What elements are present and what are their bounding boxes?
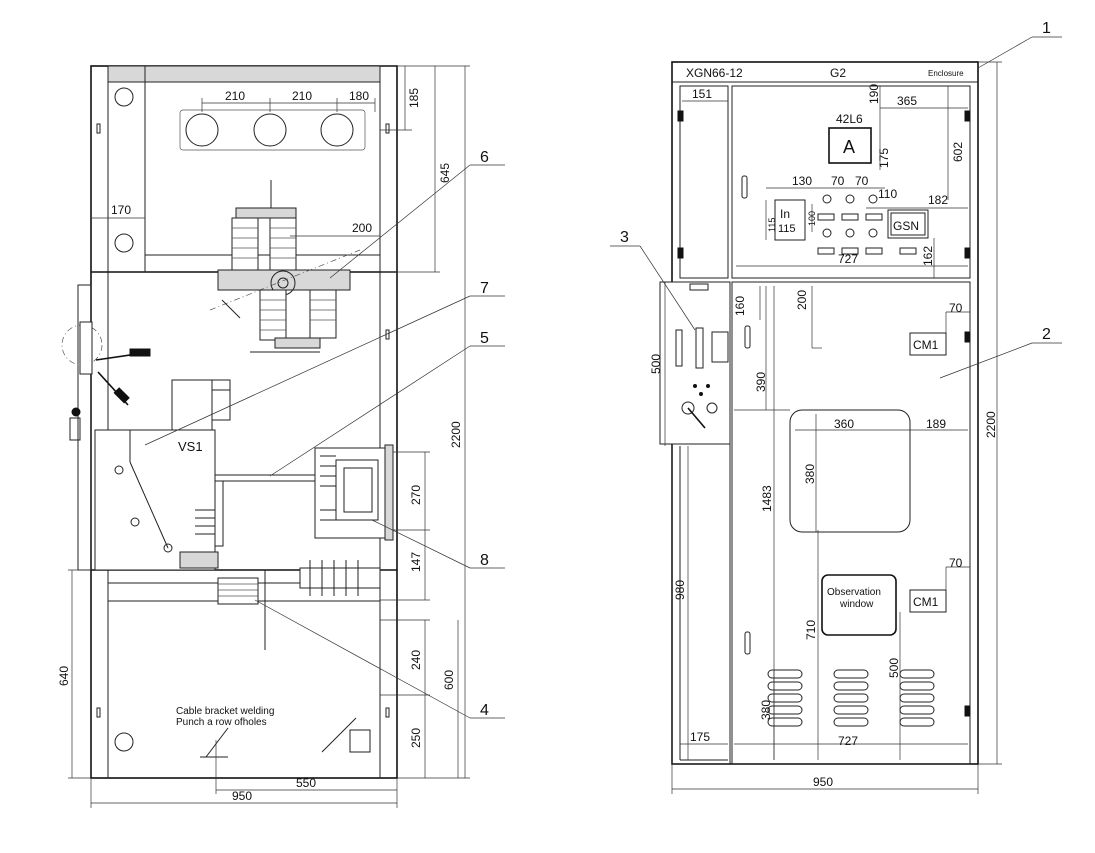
dim-200-right: 200 [795, 290, 809, 310]
indicator-label: In [780, 207, 790, 221]
cm1-bottom: CM1 [913, 595, 939, 609]
lower-parts [200, 560, 381, 758]
dim-365: 365 [897, 94, 917, 108]
dim-727b: 727 [838, 734, 858, 748]
callout-2: 2 [1042, 326, 1051, 343]
dim-2200: 2200 [449, 421, 463, 448]
dim-710: 710 [804, 620, 818, 640]
dim-210a: 210 [225, 89, 245, 103]
dim-110: 110 [878, 187, 897, 201]
dim-500b: 500 [887, 658, 901, 678]
right-front-view: XGN66-12 G2 Enclosure [610, 20, 1062, 794]
dim-200: 200 [352, 221, 372, 235]
dim-980: 980 [673, 580, 687, 600]
dim-600: 600 [442, 670, 456, 690]
ammeter-tag: 42L6 [836, 112, 863, 126]
dim-185: 185 [407, 88, 421, 108]
dim-147: 147 [409, 552, 423, 572]
dim-1483: 1483 [760, 485, 774, 512]
cable-bracket-note-2: Punch a row ofholes [176, 717, 267, 728]
dim-70d: 70 [949, 556, 963, 570]
dim-100: 100 [807, 211, 817, 226]
dim-210b: 210 [292, 89, 312, 103]
callout-8: 8 [480, 552, 489, 569]
header-type: G2 [830, 66, 846, 80]
dim-645: 645 [438, 163, 452, 183]
dim-70a: 70 [831, 174, 845, 188]
dim-182: 182 [928, 193, 948, 207]
dim-270: 270 [409, 485, 423, 505]
dim-160: 160 [733, 296, 747, 316]
dim-170: 170 [111, 203, 131, 217]
right-callouts: 1 2 3 [610, 20, 1062, 379]
dim-175a: 175 [877, 148, 891, 168]
dim-727a: 727 [838, 252, 858, 266]
callout-6: 6 [480, 149, 489, 166]
dim-2200-right: 2200 [984, 411, 998, 438]
dim-151: 151 [692, 87, 712, 101]
gsn-label: GSN [893, 219, 919, 233]
obs-window-2: window [839, 599, 874, 610]
operating-handle [61, 321, 151, 441]
callout-7: 7 [480, 280, 489, 297]
dim-500a: 500 [649, 354, 663, 374]
dim-70b: 70 [855, 174, 869, 188]
dim-380b: 380 [759, 700, 773, 720]
obs-window-1: Observation [827, 587, 881, 598]
dim-130: 130 [792, 174, 812, 188]
vs1-breaker: VS1 [94, 379, 231, 571]
dim-380a: 380 [803, 464, 817, 484]
cm1-top: CM1 [913, 338, 939, 352]
dim-240: 240 [409, 650, 423, 670]
dim-70c: 70 [949, 301, 963, 315]
dim-115a: 115 [767, 218, 777, 232]
dim-115b: 115 [778, 223, 796, 235]
header-enclosure: Enclosure [928, 69, 964, 78]
callout-1: 1 [1042, 20, 1051, 37]
cable-bracket-note-1: Cable bracket welding [176, 706, 274, 717]
door-handles [741, 175, 751, 655]
right-dimensions [664, 61, 1002, 794]
ammeter-label: A [843, 137, 855, 157]
left-side-view: VS1 Cable bracket wel [57, 65, 505, 808]
control-switches [817, 194, 917, 255]
callout-4: 4 [480, 702, 489, 719]
upper-insulators [231, 180, 297, 275]
dim-602: 602 [951, 142, 965, 162]
control-module [659, 281, 731, 445]
dim-950: 950 [232, 789, 252, 803]
vs1-label: VS1 [178, 439, 203, 454]
right-dim-labels: 151 190 365 602 175 130 70 70 110 182 10… [649, 84, 998, 789]
hinges [677, 110, 971, 717]
dim-175b: 175 [690, 730, 710, 744]
header-model: XGN66-12 [686, 66, 743, 80]
left-callouts: 6 7 5 8 4 [144, 149, 505, 719]
dim-950-right: 950 [813, 775, 833, 789]
dim-162: 162 [921, 246, 935, 266]
dim-360: 360 [834, 417, 854, 431]
dim-190: 190 [867, 84, 881, 104]
dim-250: 250 [409, 728, 423, 748]
dim-640: 640 [57, 666, 71, 686]
dim-189: 189 [926, 417, 946, 431]
left-dimensions [68, 65, 470, 808]
disconnector-mechanism [209, 249, 361, 353]
ct-assembly [214, 444, 394, 547]
dim-390: 390 [754, 372, 768, 392]
ventilation-louvres [767, 669, 935, 727]
callout-5: 5 [480, 330, 489, 347]
dim-180: 180 [349, 89, 369, 103]
left-dim-labels: 210 210 180 185 645 170 200 2200 270 147… [57, 88, 463, 803]
callout-3: 3 [620, 229, 629, 246]
dim-550: 550 [296, 776, 316, 790]
